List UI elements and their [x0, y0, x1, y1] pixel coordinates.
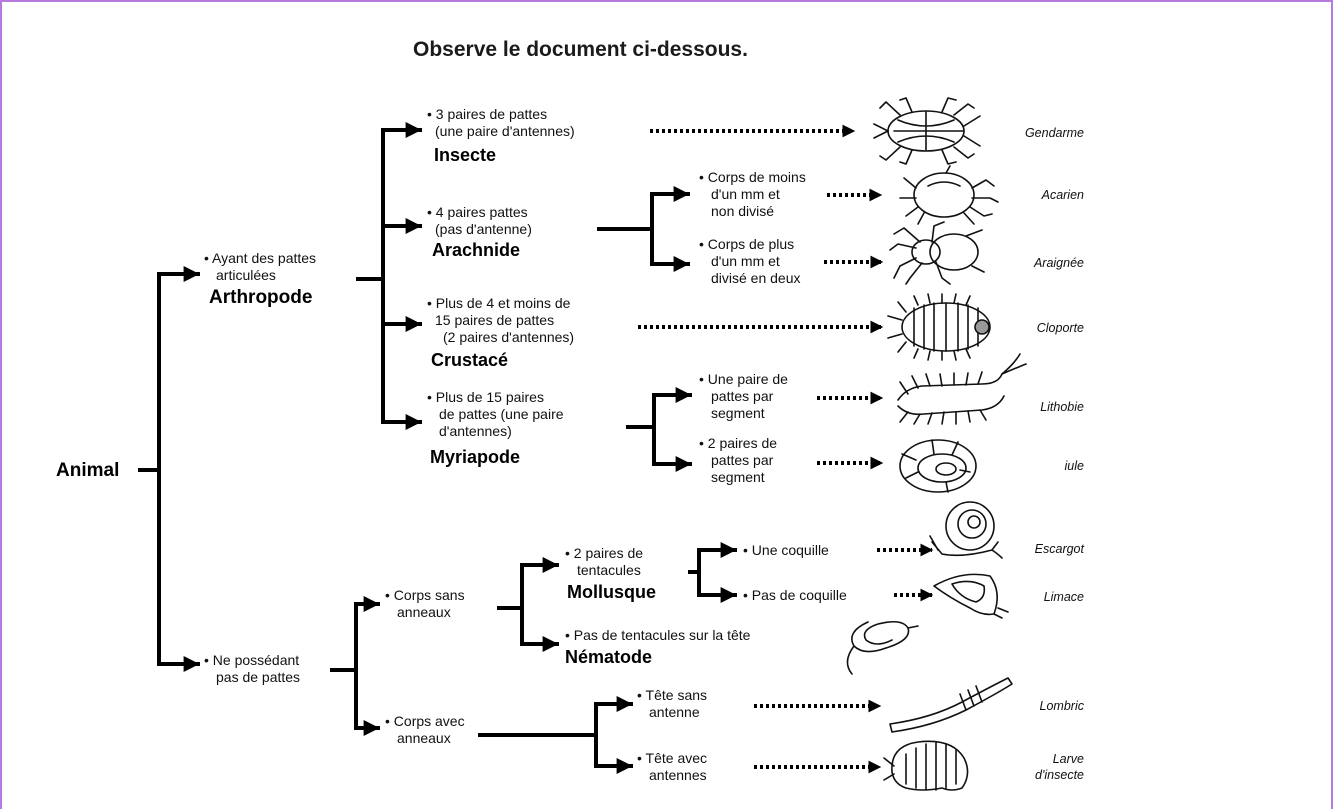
species-escargot: Escargot — [1034, 542, 1084, 556]
crustace-name: Crustacé — [431, 350, 509, 370]
araignee-criterion-line1: • Corps de plus — [699, 236, 795, 252]
insecte-criterion-line2: (une paire d'antennes) — [435, 123, 575, 139]
species-larve-line2: d'insecte — [1035, 768, 1084, 782]
sans-pattes-criterion-line2: pas de pattes — [216, 669, 301, 685]
iule-criterion-line3: segment — [711, 469, 765, 485]
iule-criterion-line1: • 2 paires de — [699, 435, 778, 451]
araignee-criterion-line3: divisé en deux — [711, 270, 801, 286]
larve-criterion-line1: • Tête avec — [637, 750, 708, 766]
avec-anneaux-criterion-line1: • Corps avec — [385, 713, 465, 729]
lithobie-criterion-line1: • Une paire de — [699, 371, 788, 387]
sans-pattes-criterion-line1: • Ne possédant — [204, 652, 300, 668]
species-gendarme: Gendarme — [1024, 126, 1084, 140]
arthropode-criterion-line2: articulées — [216, 267, 276, 283]
acarien-criterion-line2: d'un mm et — [711, 186, 780, 202]
larve-illustration — [883, 740, 969, 791]
arthropode-name: Arthropode — [209, 287, 313, 308]
species-acarien: Acarien — [1041, 188, 1084, 202]
limace-criterion: • Pas de coquille — [743, 587, 847, 603]
gendarme-illustration — [873, 97, 981, 165]
species-cloporte: Cloporte — [1036, 321, 1084, 335]
nematode-name: Nématode — [565, 647, 653, 667]
arachnide-name: Arachnide — [432, 240, 521, 260]
lombric-illustration — [889, 677, 1013, 733]
mollusque-criterion-line2: tentacules — [577, 562, 641, 578]
arthropode-criterion-line1: • Ayant des pattes — [204, 250, 317, 266]
sans-anneaux-criterion-line1: • Corps sans — [385, 587, 465, 603]
limace-illustration — [933, 573, 1009, 619]
myriapode-criterion-line3: d'antennes) — [439, 423, 512, 439]
escargot-illustration — [929, 501, 1003, 559]
nematode-illustration — [846, 620, 919, 675]
species-iule: iule — [1064, 459, 1084, 473]
lombric-criterion-line2: antenne — [649, 704, 700, 720]
acarien-criterion-line3: non divisé — [711, 203, 775, 219]
lithobie-criterion-line2: pattes par — [711, 388, 774, 404]
species-araignee: Araignée — [1033, 256, 1084, 270]
arachnide-criterion-line1: • 4 paires pattes — [427, 204, 528, 220]
sans-anneaux-criterion-line2: anneaux — [397, 604, 451, 620]
crustace-criterion-line2: 15 paires de pattes — [435, 312, 555, 328]
larve-criterion-line2: antennes — [649, 767, 707, 783]
arachnide-criterion-line2: (pas d'antenne) — [435, 221, 532, 237]
araignee-criterion-line2: d'un mm et — [711, 253, 780, 269]
acarien-criterion-line1: • Corps de moins — [699, 169, 806, 185]
mollusque-criterion-line1: • 2 paires de — [565, 545, 644, 561]
myriapode-name: Myriapode — [430, 447, 521, 467]
lithobie-illustration — [897, 353, 1027, 425]
nematode-criterion: • Pas de tentacules sur la tête — [565, 627, 751, 643]
species-lombric: Lombric — [1039, 699, 1084, 713]
iule-criterion-line2: pattes par — [711, 452, 774, 468]
insecte-criterion-line1: • 3 paires de pattes — [427, 106, 548, 122]
crustace-criterion-line1: • Plus de 4 et moins de — [427, 295, 571, 311]
escargot-criterion: • Une coquille — [743, 542, 829, 558]
avec-anneaux-criterion-line2: anneaux — [397, 730, 451, 746]
page-heading: Observe le document ci-dessous. — [413, 38, 748, 61]
lombric-criterion-line1: • Tête sans — [637, 687, 708, 703]
acarien-illustration — [899, 165, 999, 225]
mollusque-name: Mollusque — [567, 582, 656, 602]
species-lithobie: Lithobie — [1040, 400, 1084, 414]
myriapode-criterion-line1: • Plus de 15 paires — [427, 389, 544, 405]
lithobie-criterion-line3: segment — [711, 405, 765, 421]
crustace-criterion-line3: (2 paires d'antennes) — [443, 329, 575, 345]
iule-illustration — [899, 439, 977, 493]
root-label: Animal — [56, 460, 120, 481]
cloporte-illustration — [887, 293, 991, 361]
araignee-illustration — [889, 221, 985, 285]
insecte-name: Insecte — [434, 145, 497, 165]
species-limace: Limace — [1043, 590, 1084, 604]
myriapode-criterion-line2: de pattes (une paire — [439, 406, 564, 422]
species-larve-line1: Larve — [1052, 752, 1084, 766]
